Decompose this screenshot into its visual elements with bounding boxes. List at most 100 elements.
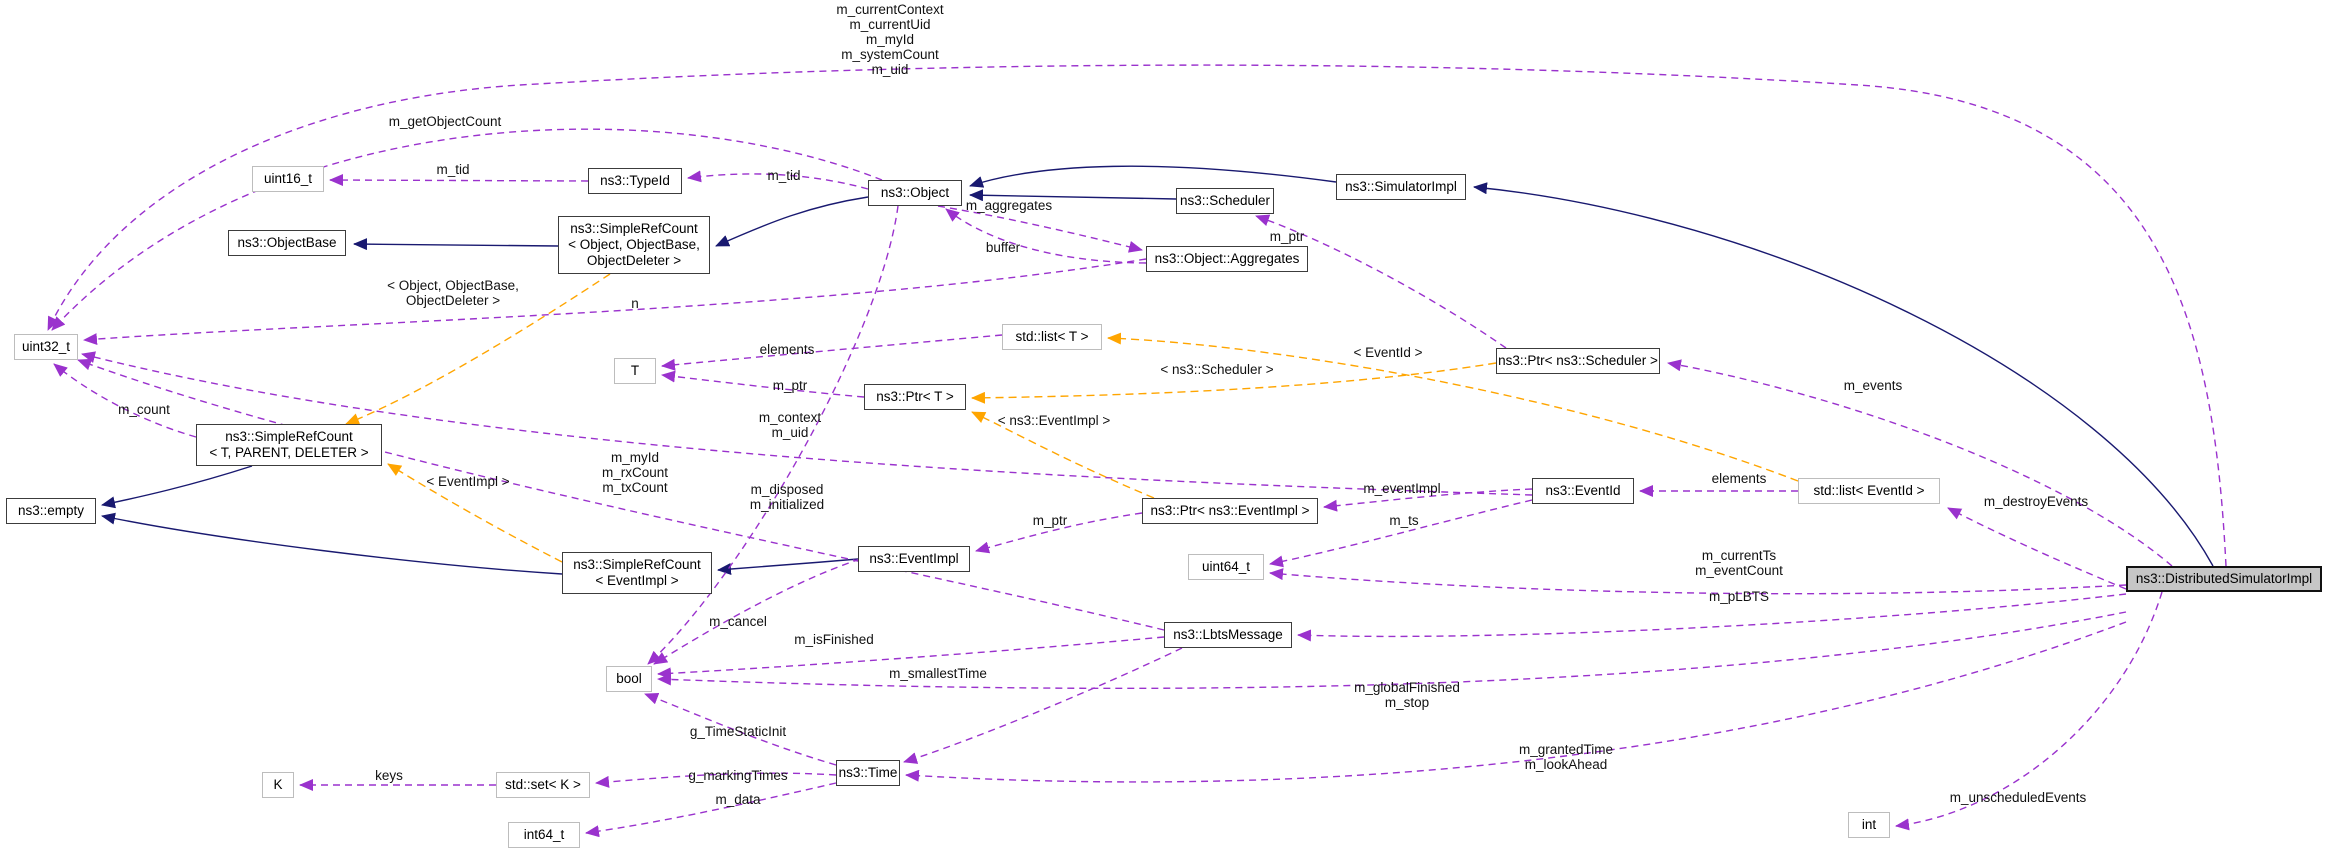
edge-label-tid1: m_tid [436,162,470,177]
edge-src_tpd-to-uint32_t [53,363,197,438]
edge-eventid-to-uint64_t [1269,499,1533,568]
edge-main-to-uint32_t [47,64,2227,567]
edge-label-count: m_count [118,402,170,417]
edge-scheduler-to-object [969,189,1177,202]
class-node-object[interactable]: ns3::Object [868,180,962,206]
edge-label-mptr_t: m_ptr [772,378,808,393]
edge-label-context_uid: m_context m_uid [758,410,822,440]
edge-label-ts: m_ts [1389,513,1419,528]
edge-main-to-bool [657,611,2127,690]
edge-object-to-uint32_t [51,128,883,331]
edge-aggregates-to-object [945,208,1147,264]
edge-label-eventimpl_m: m_eventImpl [1363,481,1441,496]
class-node-typeid[interactable]: ns3::TypeId [588,168,682,194]
edge-src_object-to-src_tpd [345,273,611,425]
edge-ptr_t-to-T [661,370,865,398]
edge-main-to-int [1895,591,2163,831]
edge-label-getobjectcount: m_getObjectCount [388,114,502,129]
edge-eventid-to-uint32_t [81,351,1533,496]
class-node-lbtsmessage[interactable]: ns3::LbtsMessage [1164,622,1292,648]
edge-label-plbts: m_pLBTS [1708,589,1770,604]
edge-label-currentts: m_currentTs m_eventCount [1695,548,1783,578]
edge-main-to-ptr_scheduler [1667,359,2173,567]
edge-simulatorimpl-to-object [969,165,1337,188]
edge-label-buffer: buffer [985,240,1021,255]
edge-typeid-to-uint16_t [329,174,589,187]
class-node-list_t: std::list< T > [1002,324,1102,350]
edge-src_object-to-objectbase [353,238,559,251]
edge-label-mptr_sched: m_ptr [1269,229,1305,244]
edge-lbtsmessage-to-time [903,647,1183,764]
edge-label-elements_t: elements [759,342,815,357]
edge-label-tmpl_evimpl2: < EventImpl > [426,474,510,489]
class-node-eventimpl[interactable]: ns3::EventImpl [858,546,970,572]
edge-label-marking: g_markingTimes [688,768,788,783]
edge-label-granted: m_grantedTime m_lookAhead [1518,742,1614,772]
class-node-time[interactable]: ns3::Time [836,760,900,786]
class-node-simulatorimpl[interactable]: ns3::SimulatorImpl [1336,174,1466,200]
edge-eventimpl-to-bool [653,558,861,665]
edge-list_eventid-to-list_t [1107,332,1799,482]
class-node-main: ns3::DistributedSimulatorImpl [2126,566,2322,592]
edge-time-to-bool [644,693,837,766]
edge-aggregates-to-uint32_t [83,258,1147,346]
edge-time-to-set_k [595,772,837,788]
class-node-src_object[interactable]: ns3::SimpleRefCount < Object, ObjectBase… [558,216,710,274]
class-node-src_eventimpl[interactable]: ns3::SimpleRefCount < EventImpl > [562,552,712,594]
edge-object-to-src_object [715,196,869,247]
edge-ptr_scheduler-to-ptr_t [971,362,1497,404]
edge-ptr_scheduler-to-scheduler [1255,214,1507,349]
edge-label-events: m_events [1843,378,1903,393]
edge-lbtsmessage-to-uint32_t [77,358,1165,631]
class-node-int: int [1848,812,1890,838]
edge-label-tid2: m_tid [767,168,801,183]
edge-label-cancel: m_cancel [709,614,767,629]
class-node-ptr_t[interactable]: ns3::Ptr< T > [864,384,966,410]
edge-object-to-typeid [687,170,869,190]
edge-src_eventimpl-to-empty [101,512,563,575]
edge-label-destroy: m_destroyEvents [1983,494,2089,509]
edge-eventimpl-to-src_eventimpl [717,558,859,575]
edge-label-top: m_currentContext m_currentUid m_myId m_s… [836,2,944,77]
edge-src_eventimpl-to-src_tpd [387,463,563,563]
class-node-objectbase[interactable]: ns3::ObjectBase [228,230,346,256]
class-node-empty[interactable]: ns3::empty [6,498,96,524]
edge-label-keys: keys [375,768,403,783]
class-node-uint32_t: uint32_t [14,334,78,360]
class-node-ptr_scheduler[interactable]: ns3::Ptr< ns3::Scheduler > [1496,348,1660,374]
edge-label-tmpl_eventid: < EventId > [1353,345,1423,360]
edge-eventid-to-ptr_eventimpl [1323,488,1533,512]
class-node-uint16_t: uint16_t [252,166,324,192]
edge-main-to-list_eventid [1947,507,2127,590]
class-node-aggregates[interactable]: ns3::Object::Aggregates [1146,246,1308,272]
edge-label-tmpl_obj: < Object, ObjectBase, ObjectDeleter > [387,278,519,308]
class-node-scheduler[interactable]: ns3::Scheduler [1176,188,1274,214]
edge-label-elements_eid: elements [1711,471,1767,486]
edge-main-to-time [905,621,2127,783]
edge-src_tpd-to-empty [101,465,253,509]
edge-object-to-aggregates [937,205,1143,253]
edge-label-mdata: m_data [715,792,761,807]
class-node-set_k: std::set< K > [496,772,590,798]
class-node-bool: bool [606,666,652,692]
edge-label-aggregates: m_aggregates [965,198,1053,213]
edge-lbtsmessage-to-bool [657,636,1165,680]
class-node-ptr_eventimpl[interactable]: ns3::Ptr< ns3::EventImpl > [1142,498,1318,524]
class-node-eventid[interactable]: ns3::EventId [1532,478,1634,504]
class-node-list_eventid: std::list< EventId > [1798,478,1940,504]
edge-main-to-lbtsmessage [1297,593,2127,642]
edge-label-unsched: m_unscheduledEvents [1949,790,2087,805]
class-node-int64_t: int64_t [508,822,580,848]
edge-time-to-int64_t [585,782,837,838]
edge-ptr_eventimpl-to-eventimpl [975,512,1143,554]
class-node-src_tpd[interactable]: ns3::SimpleRefCount < T, PARENT, DELETER… [196,424,382,466]
edge-object-to-bool [647,205,899,665]
edge-ptr_eventimpl-to-ptr_t [971,411,1155,499]
class-node-T: T [614,358,656,384]
edge-label-global: m_globalFinished m_stop [1354,680,1460,710]
edge-label-n: n [631,296,639,311]
edge-list_t-to-T [661,334,1003,371]
edge-label-tmpl_sched: < ns3::Scheduler > [1160,362,1274,377]
